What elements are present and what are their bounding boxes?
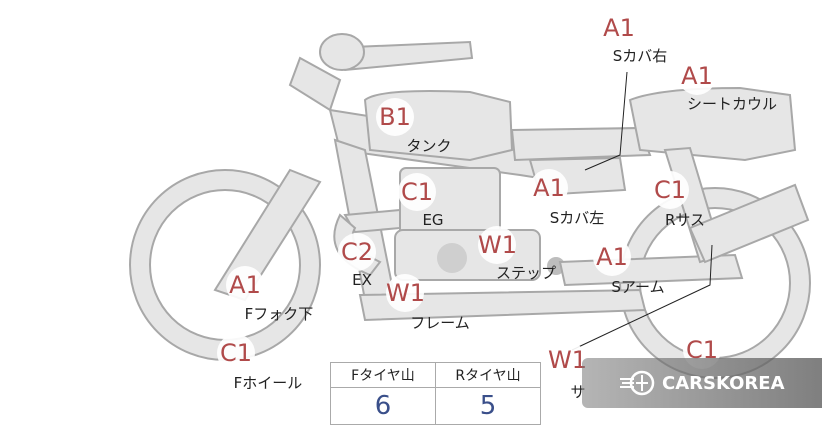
part-label: Sカバ左 xyxy=(549,209,605,227)
grade-marker: A1 xyxy=(226,266,264,304)
grade-marker: B1 xyxy=(376,98,414,136)
grade-marker: C2 xyxy=(338,233,376,271)
part-label: Sカバ右 xyxy=(612,47,668,65)
grade-marker: A1 xyxy=(530,169,568,207)
part-label: フレーム xyxy=(410,314,470,332)
frame-lower xyxy=(358,288,647,322)
grade-marker: A1 xyxy=(678,57,716,95)
rear-tire-header: Rタイヤ山 xyxy=(435,362,541,388)
grade-marker: C1 xyxy=(217,334,255,372)
carskorea-logo-icon xyxy=(620,370,655,396)
part-label: サ xyxy=(570,383,586,401)
grade-marker: W1 xyxy=(478,226,517,264)
grade-marker: C1 xyxy=(651,171,689,209)
grade-marker: A1 xyxy=(593,238,631,276)
part-label: シートカウル xyxy=(686,95,778,113)
leader-r-suspension xyxy=(571,244,713,351)
seat-shape xyxy=(510,126,652,162)
tire-tread-table: Fタイヤ山 Rタイヤ山 6 5 xyxy=(330,362,541,425)
leader-s-cover-right xyxy=(584,71,628,171)
part-label: Fホイール xyxy=(233,374,303,392)
watermark-text: CARSKOREA xyxy=(662,372,785,394)
headlight xyxy=(319,33,365,71)
grade-marker: A1 xyxy=(600,9,638,47)
part-label: Rサス xyxy=(664,211,706,229)
part-label: Sアーム xyxy=(611,278,665,296)
muffler xyxy=(688,183,810,264)
part-label: タンク xyxy=(406,137,452,155)
part-label: EG xyxy=(422,211,444,229)
carskorea-watermark: CARSKOREA xyxy=(582,358,822,408)
part-label: Fフォク下 xyxy=(244,305,314,323)
grade-marker: C1 xyxy=(398,173,436,211)
front-tire-value: 6 xyxy=(330,387,436,425)
grade-marker: W1 xyxy=(548,341,587,379)
engine-cover xyxy=(437,243,467,273)
grade-marker: W1 xyxy=(386,274,425,312)
front-tire-header: Fタイヤ山 xyxy=(330,362,436,388)
part-label: ステップ xyxy=(495,264,557,282)
rear-tire-value: 5 xyxy=(435,387,541,425)
part-label: EX xyxy=(352,271,372,289)
